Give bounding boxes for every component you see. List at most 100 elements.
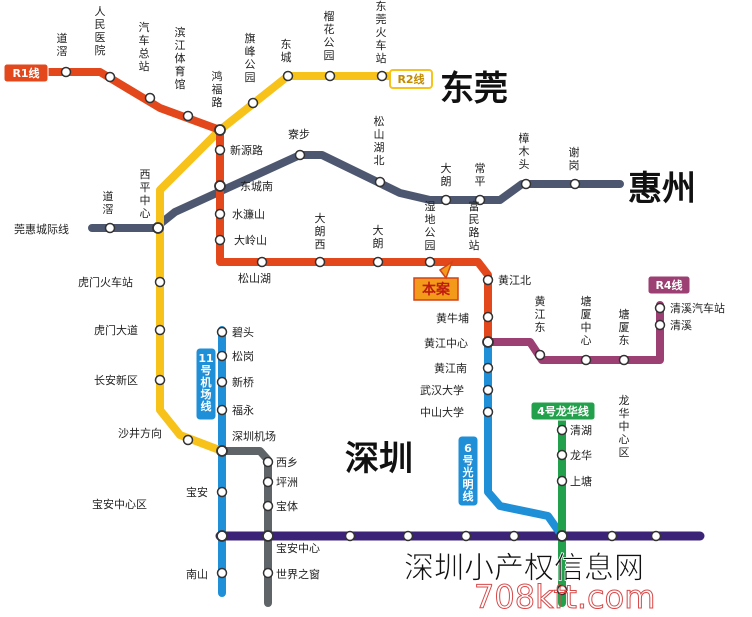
label-pingzhou: 坪洲	[276, 476, 298, 489]
station-dot	[424, 256, 436, 268]
label-xinyuan-road: 新源路	[230, 143, 263, 157]
station-dot	[216, 404, 228, 416]
label-shuilianshan: 水濂山	[232, 207, 265, 221]
label-songgang: 松岗	[232, 349, 254, 363]
station-dot	[482, 362, 494, 374]
station-dot-interchange	[262, 530, 274, 542]
label-zhangmutou: 樟木头	[519, 131, 530, 171]
station-dot-interchange	[214, 180, 226, 192]
station-dot	[344, 530, 356, 542]
station-dot	[182, 110, 194, 122]
badge-l4	[530, 401, 596, 421]
station-dot	[440, 194, 452, 206]
station-dot	[402, 530, 414, 542]
station-dot	[216, 376, 228, 388]
label-shidi-park: 湿地公园	[425, 200, 436, 252]
city-shenzhen: 深圳	[345, 439, 413, 479]
station-dot	[556, 449, 568, 461]
station-dot	[262, 456, 274, 468]
label-nanshan: 南山	[186, 568, 208, 581]
label-guanhui-intercity: 莞惠城际线	[14, 222, 69, 236]
label-shajing: 沙井方向	[118, 426, 162, 440]
station-dot	[262, 567, 274, 579]
station-dot	[262, 476, 274, 488]
city-huizhou: 惠州	[628, 169, 696, 209]
label-songshan-lake: 松山湖	[238, 271, 271, 285]
label-hongfu-road: 鸿福路	[212, 69, 223, 109]
label-baoan-center: 宝安中心	[276, 541, 320, 555]
label-bitou: 碧头	[232, 326, 254, 339]
station-dot	[580, 354, 592, 366]
badge-r4-label: R4线	[655, 278, 682, 292]
label-huangjiang-east: 黄江东	[535, 294, 546, 334]
badge-l11	[195, 347, 217, 421]
station-dot	[214, 144, 226, 156]
label-shangtang: 上塘	[570, 474, 592, 488]
station-dot	[216, 326, 228, 338]
label-xiping-center: 西平中心	[140, 168, 151, 220]
station-dot	[262, 500, 274, 512]
label-tangxia-center: 塘厦中心	[581, 294, 592, 347]
label-daojiao-top: 道滘	[57, 31, 68, 58]
station-dot	[60, 66, 72, 78]
label-renmin-hospital: 人民医院	[95, 5, 106, 57]
label-dalang-r3: 大朗	[441, 161, 452, 188]
label-qingxi-bus: 清溪汽车站	[670, 301, 725, 315]
label-baoan: 宝安	[186, 485, 208, 499]
station-dot	[482, 311, 494, 323]
label-tangxia-east: 塘厦东	[619, 307, 630, 347]
station-dot	[256, 256, 268, 268]
label-songshanhu-north: 松山湖北	[374, 114, 385, 167]
station-dot	[376, 70, 388, 82]
station-dot-interchange	[216, 445, 228, 457]
station-dot-interchange	[152, 222, 164, 234]
station-dot	[474, 194, 486, 206]
line-grey	[218, 447, 272, 607]
station-dot	[104, 222, 116, 234]
station-dot	[247, 97, 259, 109]
watermark: 深圳小产权信息网 708kft.com	[404, 551, 656, 617]
station-dot	[556, 475, 568, 487]
station-dot	[654, 319, 666, 331]
station-dot	[618, 354, 630, 366]
station-dot	[154, 276, 166, 288]
station-dot	[372, 256, 384, 268]
station-dot	[216, 486, 228, 498]
badge-r1	[3, 63, 49, 83]
station-dot	[154, 374, 166, 386]
station-labels: 道滘 人民医院 汽车总站 滨江体育馆 鸿福路 旗峰公园 东城 榴花公园 东莞火车…	[14, 0, 725, 581]
station-dot	[460, 530, 472, 542]
station-dot	[216, 567, 228, 579]
line-6-guangming	[484, 338, 566, 540]
label-dalingshan: 大岭山	[234, 233, 267, 247]
label-xixiang: 西乡	[276, 456, 298, 469]
badge-l6	[457, 435, 479, 507]
station-dot	[606, 530, 618, 542]
station-dot	[104, 71, 116, 83]
metro-lines	[38, 68, 705, 607]
label-dalang-west: 大朗西	[315, 211, 326, 251]
label-huangniupu: 黄牛埔	[436, 311, 469, 325]
line-r4	[484, 301, 664, 364]
stations	[60, 66, 666, 596]
label-baoan-center-district: 宝安中心区	[92, 497, 147, 511]
label-fuyong: 福永	[232, 403, 254, 417]
watermark-line1: 深圳小产权信息网	[404, 551, 644, 586]
station-dot	[654, 302, 666, 314]
label-liuhua-park: 榴花公园	[324, 9, 335, 62]
badge-r1-label: R1线	[12, 66, 39, 80]
label-huangjiang-center: 黄江中心	[424, 336, 468, 350]
badge-r2	[389, 69, 433, 89]
station-dot	[482, 406, 494, 418]
station-dot	[324, 70, 336, 82]
station-dot	[282, 70, 294, 82]
badge-r2-label: R2线	[397, 72, 424, 86]
station-dot	[556, 584, 568, 596]
city-dongguan: 东莞	[440, 69, 508, 109]
station-dot	[314, 256, 326, 268]
station-dot	[182, 434, 194, 446]
label-fumin-road: 富民路站	[469, 199, 480, 252]
